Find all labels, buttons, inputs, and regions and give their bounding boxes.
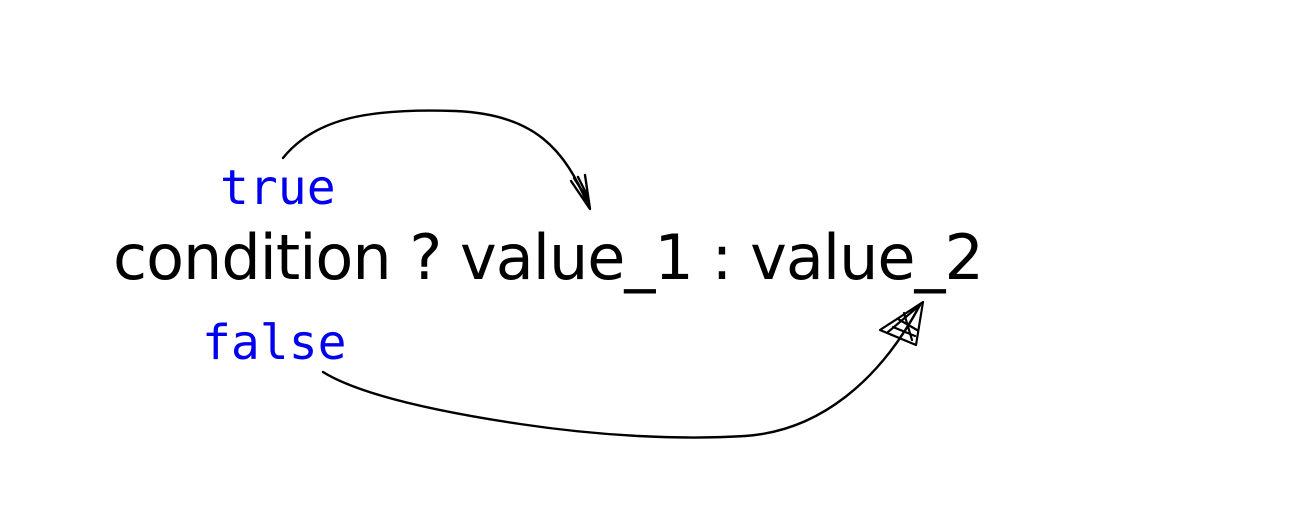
value-2-text: value_2 (750, 221, 984, 294)
condition-text: condition (113, 221, 392, 294)
true-label: true (220, 160, 336, 216)
false-label: false (202, 315, 347, 371)
true-arrowhead-icon (569, 173, 592, 211)
true-arrow (281, 109, 590, 207)
false-arrow (321, 303, 922, 439)
question-mark-text: ? (409, 221, 442, 294)
false-arrowhead-icon (878, 300, 925, 347)
value-1-text: value_1 (460, 221, 694, 294)
colon-text: : (711, 221, 733, 294)
ternary-expression: condition ? value_1 : value_2 (113, 218, 984, 298)
